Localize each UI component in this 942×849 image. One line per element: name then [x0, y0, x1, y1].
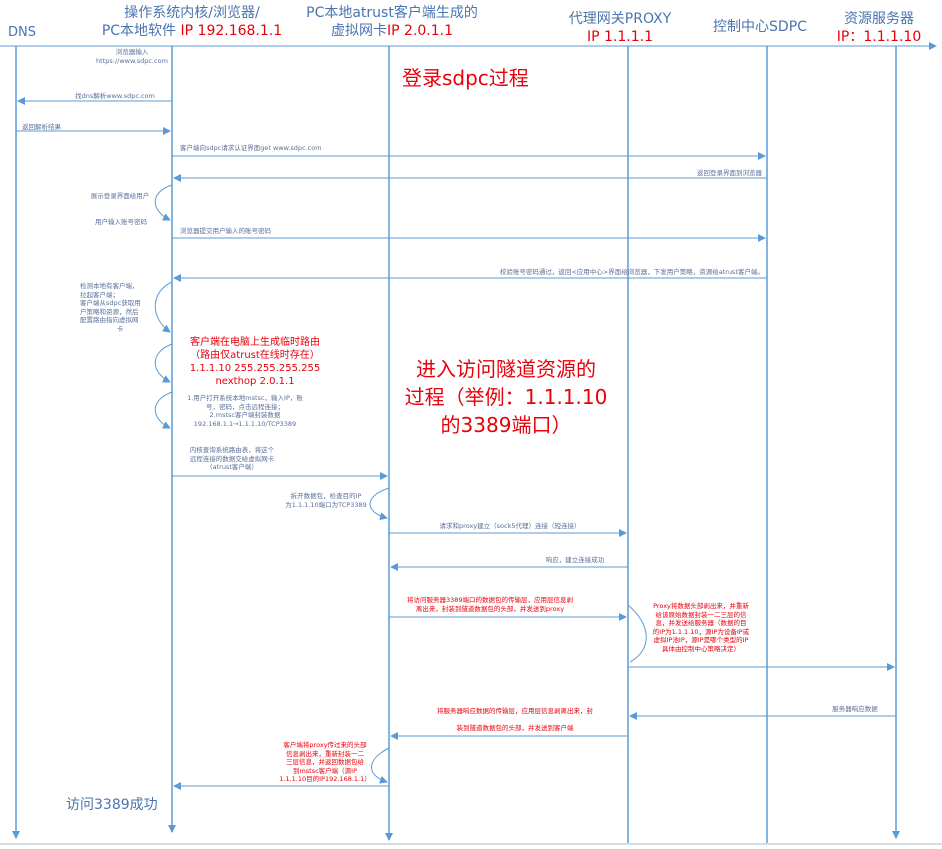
header-resource-line1: 资源服务器: [844, 11, 914, 27]
label-client-rewrite-line2: 信息剥出来，重新封装一二: [286, 749, 364, 758]
header-browser-line2: PC本地软件 IP 192.168.1.1: [92, 22, 292, 40]
label-launch-client-line3: 客户端从sdpc获取用: [80, 299, 141, 307]
label-user-input: 用户输入账号密码: [95, 218, 147, 226]
label-proxy-rewrite-line2: 给该原始数据封装一二三层的信: [655, 610, 747, 619]
header-proxy-line1: 代理网关PROXY: [568, 11, 672, 27]
label-tunnel-to-proxy-line1: 将访问服务器3389端口的数据包的传输层，应用层信息剥: [406, 596, 574, 604]
label-proxy-to-client: 将服务器响应数据的传输层，应用层信息剥离出来，封 装到隧道数据包的头部，并发送到…: [410, 707, 620, 732]
label-unpack: 拆开数据包，检查目的IP 为1.1.1.10端口为TCP3389: [278, 492, 374, 509]
header-vnic: PC本地atrust客户端生成的 虚拟网卡IP 2.0.1.1: [292, 4, 492, 40]
header-vnic-ip: IP 2.0.1.1: [386, 23, 453, 39]
temp-route-line3: 1.1.1.10 255.255.255.255: [189, 363, 321, 374]
self-loop-unpack: [369, 487, 390, 521]
label-launch-client-line1: 检测本地有客户端，: [80, 282, 139, 290]
label-client-rewrite: 客户端将proxy传过来的头部 信息剥出来，重新封装一二 三层信息，并返回数据包…: [276, 741, 374, 784]
label-submit-credentials: 浏览器提交用户输入的账号密码: [180, 227, 271, 235]
label-browser-input-line2: https://www.sdpc.com: [96, 56, 168, 65]
header-browser-role: PC本地软件: [101, 23, 181, 39]
header-sdpc: 控制中心SDPC: [713, 19, 807, 35]
label-mstsc-line3: 2.mstsc客户端封装数据: [209, 411, 281, 419]
title-tunnel-line2: 过程（举例：1.1.1.10: [404, 385, 608, 409]
temp-route-note: 客户端在电脑上生成临时路由 （路由仅atrust在线时存在） 1.1.1.10 …: [170, 336, 340, 388]
title-success: 访问3389成功: [66, 797, 158, 813]
label-route-lookup-line1: 内核查询系统路由表，将这个: [189, 446, 275, 454]
header-browser: 操作系统内核/浏览器/ PC本地软件 IP 192.168.1.1: [92, 4, 292, 40]
label-client-rewrite-line1: 客户端将proxy传过来的头部: [283, 741, 367, 749]
label-unpack-line1: 拆开数据包，检查目的IP: [290, 492, 362, 500]
header-browser-line1: 操作系统内核/浏览器/: [124, 5, 260, 21]
header-resource-ip: IP：1.1.1.10: [836, 29, 922, 45]
label-socks5-response: 响应，建立连接成功: [545, 556, 605, 564]
label-proxy-to-client-line1: 将服务器响应数据的传输层，应用层信息剥离出来，封: [437, 707, 593, 715]
header-vnic-role: 虚拟网卡: [330, 23, 387, 39]
label-launch-client: 检测本地有客户端， 拉起客户端； 客户端从sdpc获取用 户策略和资源，然后 配…: [80, 282, 160, 333]
label-socks5-request: 请求和proxy建立（sock5代理）连接（短连接）: [439, 522, 581, 530]
header-vnic-line1: PC本地atrust客户端生成的: [306, 5, 478, 21]
title-tunnel-process: 进入访问隧道资源的 过程（举例：1.1.1.10 的3389端口）: [387, 355, 625, 439]
label-client-rewrite-line5: 1.1.1.10目的IP192.168.1.1）: [279, 775, 371, 783]
label-auth-success: 校验账号密码通过，返回<应用中心>界面给浏览器，下发用户策略，资源给atrust…: [499, 268, 764, 276]
label-mstsc-line2: 号，密码，点击远程连接；: [206, 402, 284, 411]
self-loop-show-login: [154, 184, 173, 221]
label-proxy-rewrite: Proxy将数据头部剥出来，并重新 给该原始数据封装一二三层的信 息，并发送给服…: [638, 602, 764, 653]
header-vnic-line2: 虚拟网卡IP 2.0.1.1: [292, 22, 492, 40]
label-proxy-rewrite-line1: Proxy将数据头部剥出来，并重新: [653, 602, 749, 610]
label-route-lookup: 内核查询系统路由表，将这个 远程连接的数据交给虚拟网卡 （atrust客户端）: [172, 446, 292, 472]
label-launch-client-line5: 配置路由指向虚拟网: [80, 316, 139, 324]
label-tunnel-to-proxy-line2: 离出来，封装到隧道数据包的头部，并发送到proxy: [415, 604, 565, 613]
label-route-lookup-line3: （atrust客户端）: [206, 463, 258, 471]
label-route-lookup-line2: 远程连接的数据交给虚拟网卡: [189, 454, 275, 463]
label-mstsc: 1.用户打开系统本地mstsc，输入IP，账 号，密码，点击远程连接； 2.ms…: [180, 394, 310, 428]
label-proxy-rewrite-line5: 虚拟IP池IP，源IP是哪个类型的IP: [653, 636, 749, 644]
self-loop-temp-route: [154, 343, 173, 383]
header-dns: DNS: [8, 25, 36, 40]
header-proxy: 代理网关PROXY IP 1.1.1.1: [530, 10, 710, 46]
label-proxy-to-client-line2: 装到隧道数据包的头部，并发送到客户端: [456, 723, 574, 732]
label-tunnel-to-proxy: 将访问服务器3389端口的数据包的传输层，应用层信息剥 离出来，封装到隧道数据包…: [392, 596, 588, 613]
label-launch-client-line6: 卡: [116, 324, 124, 333]
header-proxy-ip: IP 1.1.1.1: [586, 29, 653, 45]
label-get-login-page: 客户端向sdpc请求认证界面get www.sdpc.com: [180, 144, 322, 152]
self-loop-launch-client: [154, 281, 173, 333]
label-browser-input-line1: 浏览器输入: [115, 48, 149, 56]
label-proxy-rewrite-line6: 具体由控制中心策略决定）: [662, 644, 740, 653]
label-return-login-page: 返回登录界面到浏览器: [697, 169, 762, 177]
label-mstsc-line1: 1.用户打开系统本地mstsc，输入IP，账: [187, 394, 303, 402]
label-proxy-rewrite-line3: 息，并发送给服务器（数据的目: [655, 619, 747, 627]
self-loop-client-rewrite: [371, 747, 390, 784]
title-tunnel-line3: 的3389端口）: [440, 413, 572, 437]
temp-route-line4: nexthop 2.0.1.1: [215, 376, 295, 387]
self-loop-mstsc: [154, 391, 173, 429]
label-client-rewrite-line3: 三层信息，并返回数据包给: [286, 758, 364, 766]
header-resource: 资源服务器 IP：1.1.1.10: [820, 10, 938, 46]
label-dns-query: 找dns解析www.sdpc.com: [75, 92, 155, 100]
label-client-rewrite-line4: 到mstsc客户端（源IP: [292, 766, 358, 775]
temp-route-line2: （路由仅atrust在线时存在）: [190, 350, 320, 361]
label-mstsc-line4: 192.168.1.1→1.1.1.10/TCP3389: [193, 419, 297, 428]
label-browser-input: 浏览器输入 https://www.sdpc.com: [82, 48, 182, 65]
label-proxy-rewrite-line4: 的IP为1.1.1.10，源IP为设备IP或: [652, 627, 750, 636]
temp-route-line1: 客户端在电脑上生成临时路由: [190, 337, 320, 348]
title-login-process: 登录sdpc过程: [402, 66, 529, 90]
header-browser-ip: IP 192.168.1.1: [180, 23, 283, 39]
title-tunnel-line1: 进入访问隧道资源的: [416, 357, 596, 381]
label-launch-client-line4: 户策略和资源，然后: [80, 307, 139, 316]
self-loop-proxy-rewrite: [627, 604, 647, 663]
label-show-login: 展示登录界面给用户: [90, 192, 150, 200]
label-unpack-line2: 为1.1.1.10端口为TCP3389: [285, 500, 367, 509]
label-server-response: 服务器响应数据: [832, 705, 878, 713]
label-dns-response: 返回解析结果: [22, 123, 61, 131]
label-launch-client-line2: 拉起客户端；: [80, 290, 119, 299]
